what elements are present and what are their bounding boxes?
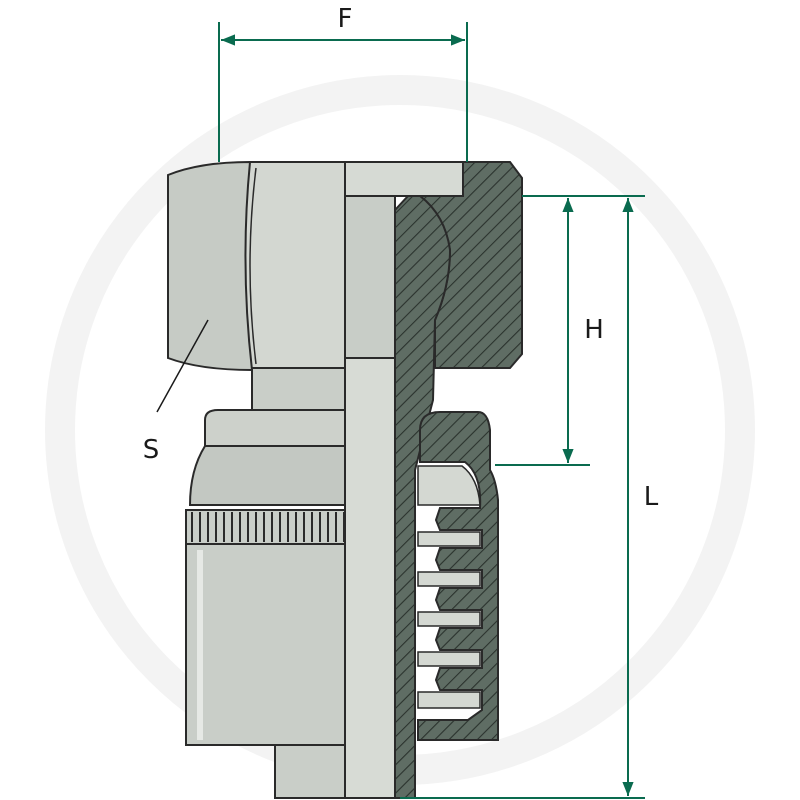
ferrule-knurl-lines bbox=[191, 512, 345, 542]
ferrule-cavity-top bbox=[417, 465, 481, 506]
ferrule-groove-3 bbox=[417, 611, 481, 627]
ferrule-body bbox=[185, 543, 346, 746]
ferrule-groove-5 bbox=[417, 691, 481, 709]
ferrule-shoulder bbox=[188, 445, 346, 506]
stem-wall-section bbox=[394, 195, 452, 799]
ferrule-groove-1 bbox=[417, 531, 481, 547]
hex-nut-inner-face bbox=[344, 161, 464, 197]
nipple-tail bbox=[274, 739, 348, 799]
nipple-neck bbox=[251, 367, 349, 413]
hex-nut-bore-face bbox=[344, 195, 396, 359]
ferrule-section bbox=[417, 411, 499, 741]
hex-nut-center-face bbox=[244, 161, 346, 371]
ferrule-groove-4 bbox=[417, 651, 481, 667]
callout-S: S bbox=[143, 319, 209, 465]
ferrule-knurl-band bbox=[185, 509, 346, 545]
ferrule-top-collar bbox=[204, 409, 346, 447]
dimension-F: F bbox=[218, 4, 468, 162]
ferrule-groove-2 bbox=[417, 571, 481, 587]
hex-nut-chamfer-line bbox=[249, 167, 257, 365]
dimension-H: H bbox=[495, 195, 604, 466]
dimension-L: L bbox=[400, 195, 659, 799]
label-S: S bbox=[143, 435, 160, 465]
label-H: H bbox=[584, 315, 604, 345]
leader-S bbox=[156, 319, 209, 413]
hex-nut-left-face bbox=[167, 160, 254, 372]
hex-nut bbox=[167, 160, 464, 372]
stem-bore bbox=[344, 357, 396, 799]
label-F: F bbox=[338, 4, 353, 34]
ferrule bbox=[185, 409, 346, 746]
ferrule-cavity bbox=[417, 465, 481, 709]
label-L: L bbox=[644, 482, 659, 512]
